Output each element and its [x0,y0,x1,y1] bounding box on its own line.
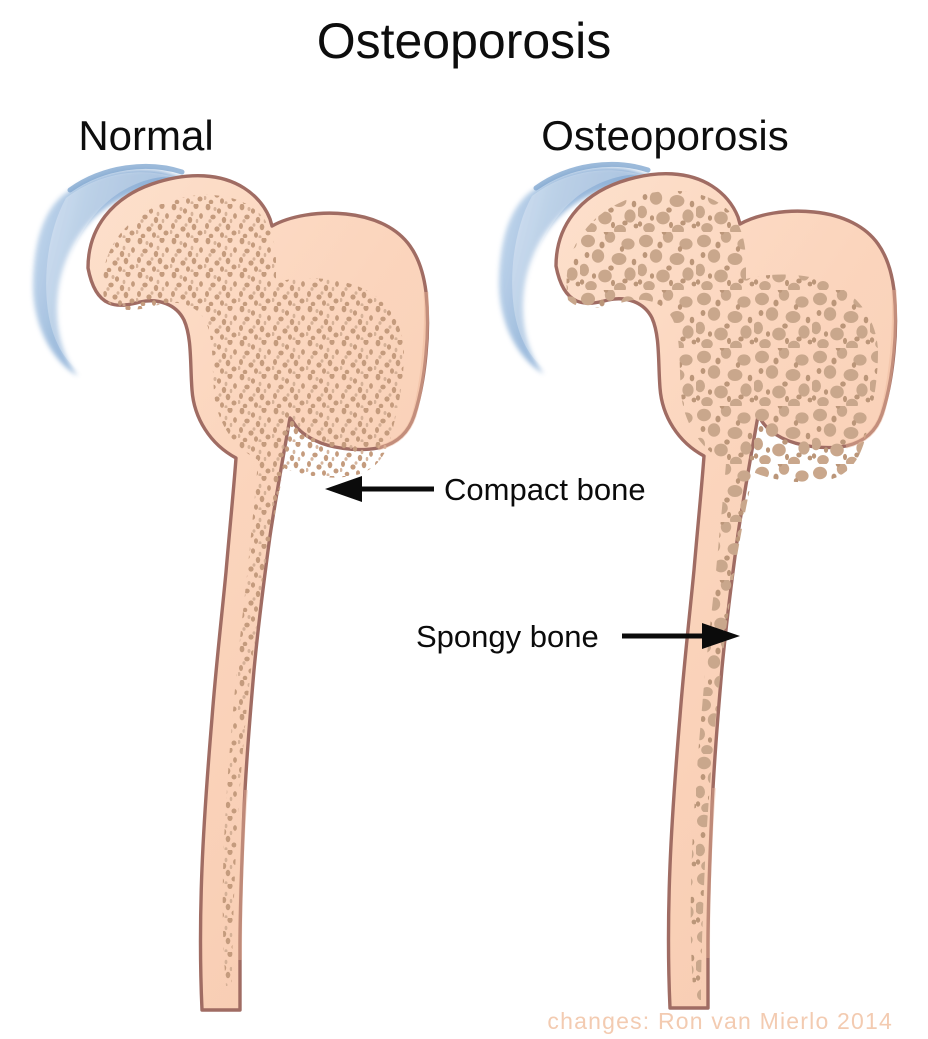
page-title: Osteoporosis [317,13,612,69]
callout-spongy-bone: Spongy bone [416,619,740,654]
arrow-right-icon [622,623,740,649]
cartilage-cap-osteoporosis [498,161,668,374]
callout-label-spongy-bone: Spongy bone [416,619,599,654]
osteoporotic-femur-illustration [498,161,898,1010]
normal-femur-illustration [32,163,430,1012]
callout-label-compact-bone: Compact bone [444,472,646,507]
arrow-left-icon [325,476,434,502]
cartilage-cap-normal [32,163,202,376]
callout-compact-bone: Compact bone [325,472,646,507]
panel-label-normal: Normal [78,112,213,159]
credit-watermark: changes: Ron van Mierlo 2014 [547,1008,893,1034]
panel-label-osteoporosis: Osteoporosis [541,112,788,159]
